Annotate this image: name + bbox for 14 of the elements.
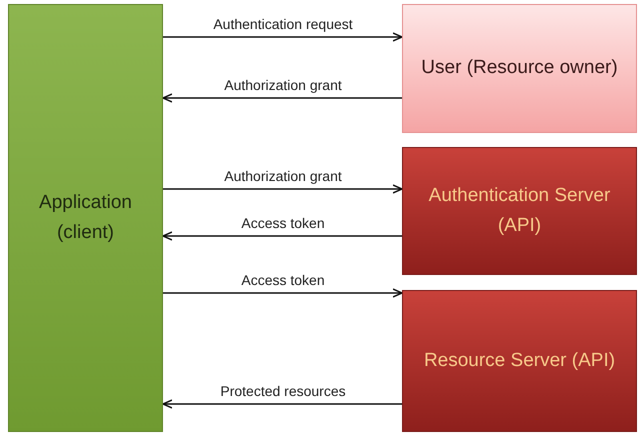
arrow	[163, 32, 403, 42]
arrow	[162, 399, 402, 409]
arrow	[163, 288, 403, 298]
process-box	[8, 4, 163, 432]
process-box	[402, 290, 637, 432]
box-label: Resource Server (API)	[424, 348, 616, 373]
process-box	[402, 4, 637, 133]
box-label: User (Resource owner)	[421, 56, 618, 80]
arrow	[162, 231, 402, 241]
arrow	[162, 93, 402, 103]
box-label: Authentication Server (API)	[428, 184, 612, 238]
process-box	[402, 147, 637, 275]
box-label: Application (client)	[38, 190, 133, 245]
arrow	[163, 184, 403, 194]
